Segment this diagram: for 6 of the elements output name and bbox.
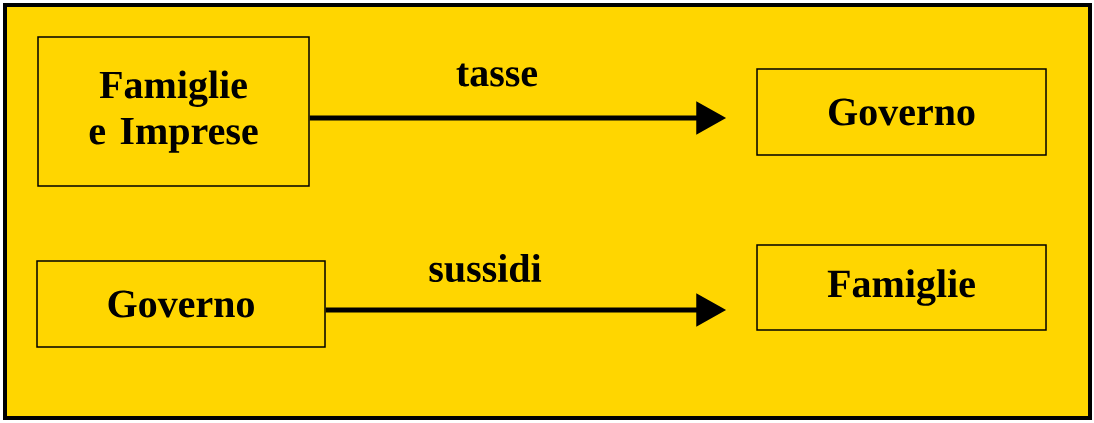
process-box: Famiglie e Imprese: [37, 36, 310, 187]
process-box: Famiglie: [756, 244, 1047, 331]
edge-label: tasse: [456, 63, 538, 87]
edge-label: sussidi: [429, 253, 542, 283]
process-box: Governo: [756, 68, 1047, 156]
process-box: Governo: [36, 260, 326, 348]
